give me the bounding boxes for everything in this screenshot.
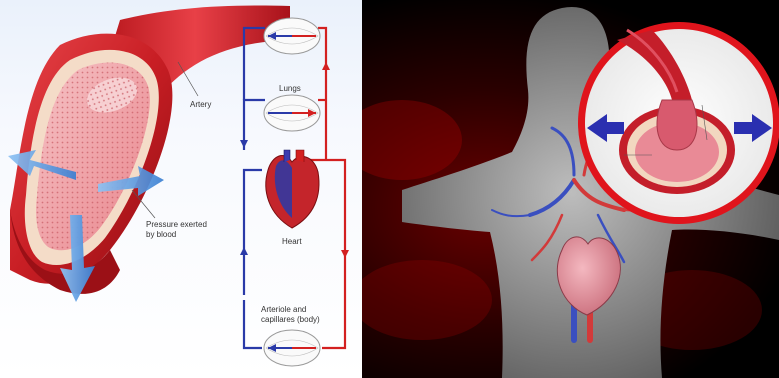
- artery-label: Artery: [190, 100, 211, 109]
- lungs-label: Lungs: [279, 84, 301, 93]
- pressure-label-line2: by blood: [146, 230, 176, 239]
- arteriole-label-line2: capillares (body): [261, 315, 320, 324]
- pressure-label-line1: Pressure exerted: [146, 220, 207, 229]
- body-capillary: [264, 330, 320, 366]
- lung-capillary-bottom: [264, 95, 320, 131]
- circulation-diagram-panel: Artery Pressure exerted by blood Lungs H…: [0, 0, 362, 378]
- heart-illustration: [266, 150, 319, 228]
- arteriole-label-line1: Arteriole and: [261, 305, 306, 314]
- torso-illustration-panel: [362, 0, 779, 378]
- torso-svg: [362, 0, 779, 378]
- heart-label: Heart: [282, 237, 302, 246]
- lung-capillary-top: [264, 18, 320, 54]
